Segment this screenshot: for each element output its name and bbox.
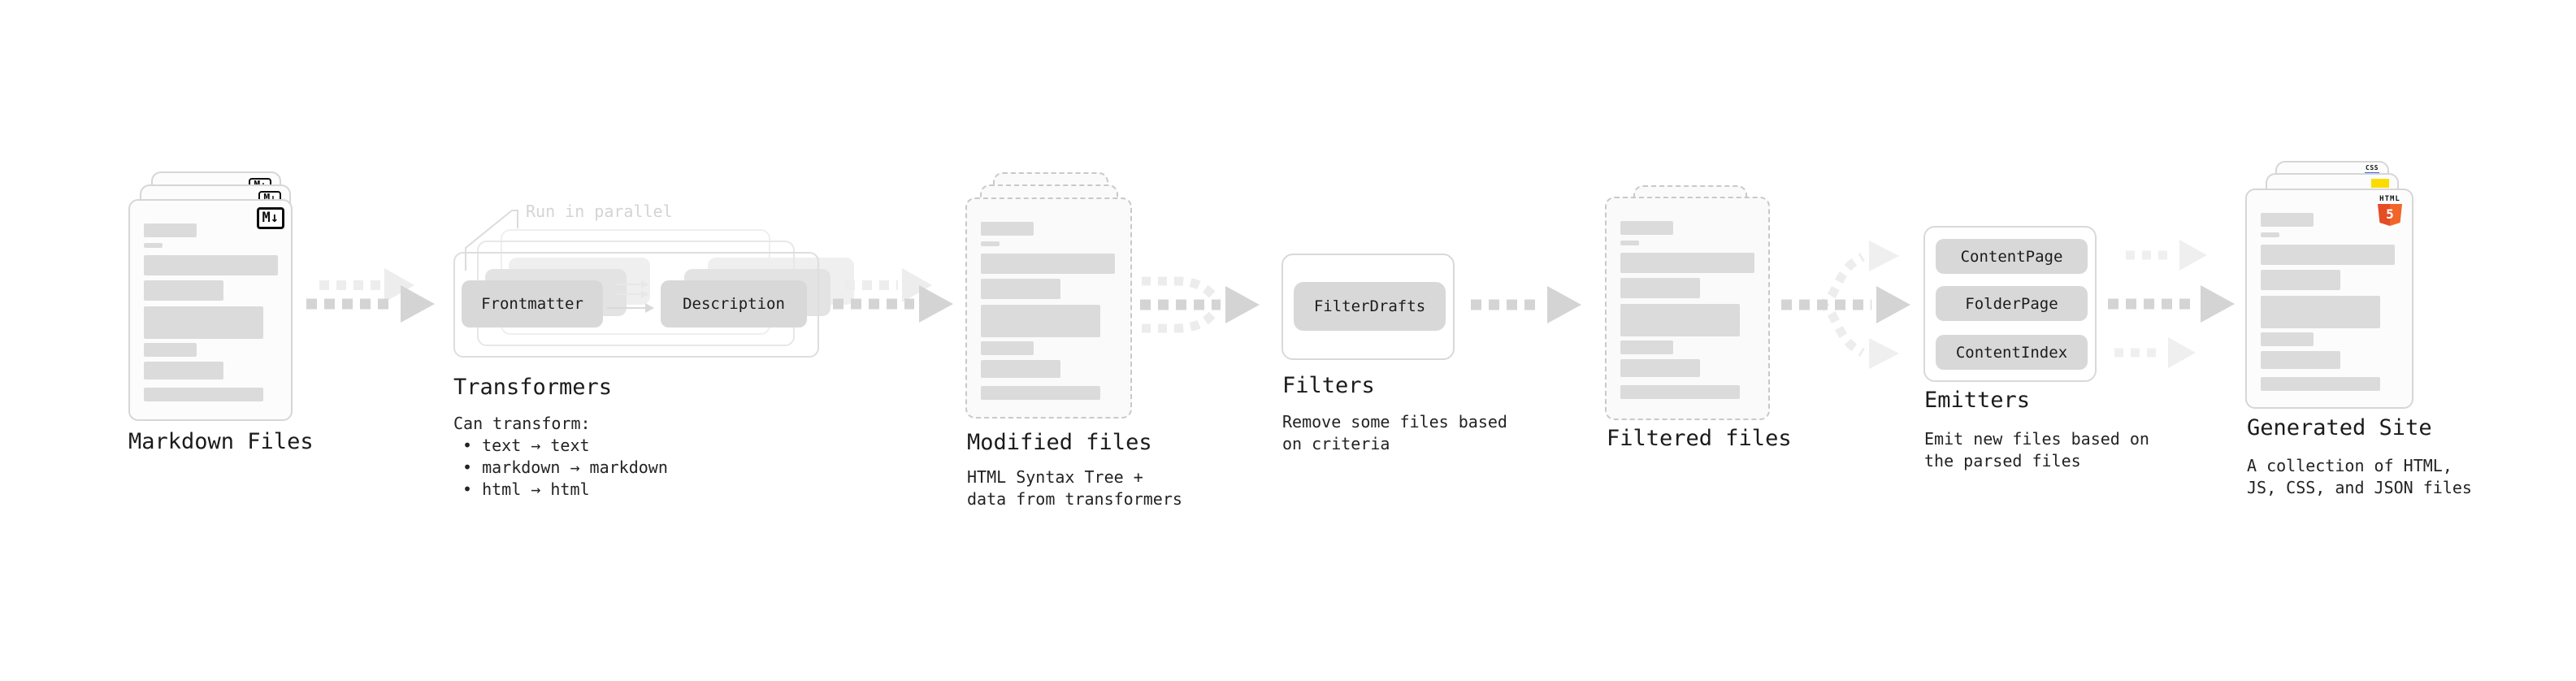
can-transform-line: Can transform: (453, 414, 591, 433)
text-bar (1620, 278, 1700, 298)
run-in-parallel-note: Run in parallel (526, 202, 673, 221)
filters-desc: Remove some files based on criteria (1282, 411, 1507, 455)
desc-line: Remove some files based (1282, 412, 1507, 432)
emitters-title: Emitters (1924, 388, 2031, 413)
transformers-desc: Can transform: • text → text • markdown … (453, 413, 668, 501)
text-bar (1620, 359, 1700, 377)
text-bar (1620, 221, 1673, 235)
text-bar (144, 243, 163, 248)
contentpage-pill: ContentPage (1936, 239, 2088, 274)
arrow-modified-to-filters (1140, 276, 1260, 333)
generated-site-title: Generated Site (2247, 415, 2432, 440)
html-doc-front: HTML 5 (2245, 189, 2413, 409)
text-bar (1620, 253, 1754, 273)
desc-line: A collection of HTML, (2247, 456, 2452, 475)
text-bar (1620, 241, 1639, 245)
desc-line: HTML Syntax Tree + (967, 467, 1143, 487)
html5-icon-word: HTML (2379, 195, 2400, 203)
text-bar (2261, 213, 2314, 227)
bullet-line: • text → text (462, 436, 590, 455)
text-bar (2261, 351, 2340, 369)
arrow-filtered-to-emitters (1781, 241, 1910, 369)
text-bar (2261, 270, 2340, 290)
text-bar (2261, 296, 2380, 328)
markdown-files-title: Markdown Files (128, 429, 314, 454)
modified-files-title: Modified files (967, 430, 1152, 455)
js-icon (2371, 179, 2389, 188)
text-bar (2261, 232, 2279, 237)
text-bar (981, 279, 1060, 299)
filterdrafts-pill: FilterDrafts (1294, 282, 1446, 331)
filtered-files-title: Filtered files (1607, 426, 1792, 451)
text-bar (981, 241, 1000, 246)
markdown-doc-front: M↓ (128, 199, 293, 421)
text-bar (2261, 332, 2314, 346)
bullet-line: • html → html (462, 479, 590, 499)
markdown-icon: M↓ (256, 207, 284, 229)
frontmatter-pill: Frontmatter (462, 280, 603, 327)
contentindex-pill: ContentIndex (1936, 335, 2088, 370)
desc-line: JS, CSS, and JSON files (2247, 478, 2472, 497)
desc-line: Emit new files based on (1924, 429, 2149, 449)
folderpage-pill: FolderPage (1936, 286, 2088, 321)
text-bar (981, 341, 1034, 355)
text-bar (981, 222, 1034, 236)
text-bar (1620, 340, 1673, 354)
text-bar (144, 388, 263, 401)
arrow-markdown-to-transformers (306, 268, 435, 323)
text-bar (981, 360, 1060, 378)
desc-line: the parsed files (1924, 451, 2081, 471)
text-bar (981, 254, 1115, 274)
text-bar (2261, 245, 2395, 265)
text-bar (144, 306, 263, 339)
filters-box: FilterDrafts (1281, 254, 1455, 360)
text-bar (981, 305, 1100, 337)
transformers-title: Transformers (453, 375, 613, 400)
emitters-box: ContentPage FolderPage ContentIndex (1923, 226, 2097, 382)
text-bar (1620, 385, 1740, 399)
text-bar (1620, 304, 1740, 336)
text-bar (144, 223, 197, 237)
html5-icon-shield: 5 (2378, 204, 2402, 226)
transformer-layer-front (453, 252, 819, 358)
text-bar (144, 343, 197, 357)
modified-doc-front (965, 197, 1132, 419)
text-bar (144, 362, 223, 380)
bullet-line: • markdown → markdown (462, 458, 668, 477)
text-bar (981, 386, 1100, 400)
text-bar (2261, 377, 2380, 391)
arrow-filters-to-filtered (1471, 286, 1581, 323)
text-bar (144, 255, 278, 275)
css-icon-word: CSS (2366, 164, 2379, 171)
description-pill: Description (661, 280, 807, 327)
modified-files-desc: HTML Syntax Tree + data from transformer… (967, 466, 1182, 510)
arrow-emitters-to-generated (2108, 240, 2235, 368)
desc-line: data from transformers (967, 489, 1182, 509)
text-bar (144, 280, 223, 301)
filters-title: Filters (1282, 373, 1375, 398)
html5-icon: HTML 5 (2376, 195, 2404, 226)
desc-line: on criteria (1282, 434, 1390, 453)
emitters-desc: Emit new files based on the parsed files (1924, 428, 2149, 472)
generated-site-desc: A collection of HTML, JS, CSS, and JSON … (2247, 455, 2472, 499)
filtered-doc-front (1605, 197, 1770, 420)
